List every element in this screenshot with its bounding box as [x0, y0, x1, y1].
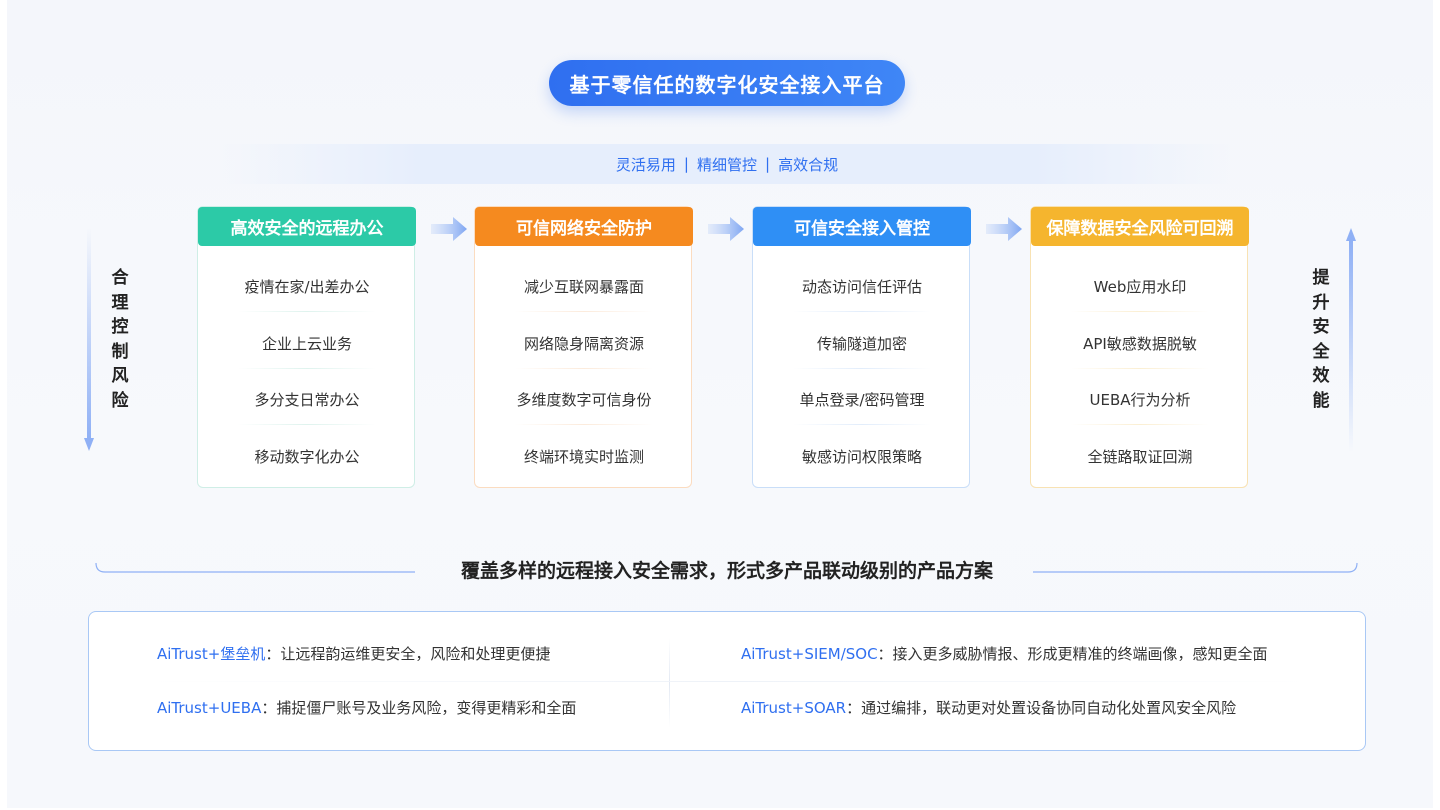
side-char: 安 — [1312, 317, 1330, 337]
arrow-down-icon — [84, 228, 94, 451]
platform-title: 基于零信任的数字化安全接入平台 — [549, 60, 905, 106]
side-char: 能 — [1312, 390, 1330, 411]
card-title: 保障数据安全风险可回溯 — [1031, 207, 1249, 246]
side-char: 合 — [111, 268, 129, 288]
card-divider — [238, 368, 376, 369]
solution-item: AiTrust+UEBA：捕捉僵尸账号及业务风险，变得更精彩和全面 — [157, 697, 576, 719]
diagram-canvas: 基于零信任的数字化安全接入平台 灵活易用 | 精细管控 | 高效合规 合 理 控… — [7, 0, 1433, 808]
scenario-card: 可信安全接入管控动态访问信任评估传输隧道加密单点登录/密码管理敏感访问权限策略 — [752, 206, 971, 488]
solution-item: AiTrust+SOAR：通过编排，联动更对处置设备协同自动化处置风安全风险 — [741, 697, 1236, 719]
card-divider — [793, 368, 931, 369]
card-item: API敏感数据脱敏 — [1083, 334, 1197, 353]
flow-arrow-icon — [431, 217, 467, 241]
side-char: 风 — [111, 366, 129, 386]
bracket-line-left — [95, 562, 415, 573]
card-item: UEBA行为分析 — [1089, 390, 1191, 409]
side-char: 全 — [1312, 341, 1330, 362]
card-divider — [1071, 368, 1209, 369]
card-title: 可信安全接入管控 — [753, 207, 971, 246]
flow-arrow-icon — [986, 217, 1022, 241]
card-divider — [1071, 311, 1209, 312]
feature-label: 高效合规 — [778, 155, 839, 174]
scenario-card: 高效安全的远程办公疫情在家/出差办公企业上云业务多分支日常办公移动数字化办公 — [197, 206, 416, 488]
column-divider — [669, 638, 670, 728]
arrow-up-icon — [1346, 228, 1356, 452]
card-item: 终端环境实时监测 — [523, 447, 644, 466]
card-item: 敏感访问权限策略 — [801, 447, 922, 466]
card-divider — [238, 311, 376, 312]
card-divider — [1071, 424, 1209, 425]
solution-product: AiTrust+UEBA — [157, 699, 262, 717]
card-item: 单点登录/密码管理 — [799, 390, 925, 409]
scenario-card: 可信网络安全防护减少互联网暴露面网络隐身隔离资源多维度数字可信身份终端环境实时监… — [474, 206, 693, 488]
solution-desc: ：让远程韵运维更安全，风险和处理更便捷 — [265, 645, 551, 663]
card-divider — [793, 424, 931, 425]
solution-desc: ：接入更多威胁情报、形成更精准的终端画像，感知更全面 — [877, 645, 1268, 663]
flow-arrow-icon — [708, 217, 744, 241]
card-item: 疫情在家/出差办公 — [244, 277, 370, 296]
feature-separator: | — [765, 155, 771, 173]
card-item: 动态访问信任评估 — [801, 277, 922, 296]
feature-label: 精细管控 — [696, 155, 757, 174]
side-char: 升 — [1312, 292, 1330, 313]
bracket-line-right — [1033, 562, 1358, 573]
right-side-label: 提 升 安 全 效 能 — [1309, 266, 1333, 413]
side-char: 制 — [111, 341, 129, 362]
feature-band: 灵活易用 | 精细管控 | 高效合规 — [219, 144, 1235, 184]
side-char: 效 — [1312, 366, 1330, 386]
card-divider — [238, 424, 376, 425]
row-divider — [149, 681, 1309, 682]
card-divider — [793, 311, 931, 312]
side-char: 提 — [1312, 268, 1330, 288]
card-item: 全链路取证回溯 — [1087, 447, 1193, 466]
solutions-box: AiTrust+堡垒机：让远程韵运维更安全，风险和处理更便捷 AiTrust+S… — [88, 611, 1366, 751]
card-item: 多分支日常办公 — [254, 390, 360, 409]
card-item: 传输隧道加密 — [816, 334, 907, 353]
solution-desc: ：通过编排，联动更对处置设备协同自动化处置风安全风险 — [846, 699, 1237, 717]
card-divider — [515, 368, 653, 369]
left-side-label: 合 理 控 制 风 险 — [108, 266, 132, 413]
side-char: 理 — [111, 292, 129, 313]
solution-item: AiTrust+堡垒机：让远程韵运维更安全，风险和处理更便捷 — [157, 643, 550, 665]
side-char: 控 — [111, 317, 129, 337]
solution-product: AiTrust+SOAR — [741, 699, 847, 717]
solution-item: AiTrust+SIEM/SOC：接入更多威胁情报、形成更精准的终端画像，感知更… — [741, 643, 1268, 665]
card-item: 减少互联网暴露面 — [523, 277, 644, 296]
card-item: 网络隐身隔离资源 — [523, 334, 644, 353]
scenario-card: 保障数据安全风险可回溯 Web应用水印 API敏感数据脱敏 UEBA行为分析全链路取证… — [1030, 206, 1249, 488]
card-item: 移动数字化办公 — [254, 447, 360, 466]
summary-heading: 覆盖多样的远程接入安全需求，形式多产品联动级别的产品方案 — [460, 560, 993, 582]
card-divider — [515, 424, 653, 425]
card-divider — [515, 311, 653, 312]
side-char: 险 — [111, 390, 129, 411]
card-title: 高效安全的远程办公 — [198, 207, 416, 246]
solution-desc: ：捕捉僵尸账号及业务风险，变得更精彩和全面 — [261, 699, 577, 717]
card-item: 企业上云业务 — [261, 334, 352, 353]
solution-product: AiTrust+SIEM/SOC — [741, 645, 878, 663]
solution-product: AiTrust+堡垒机 — [157, 645, 266, 663]
feature-separator: | — [683, 155, 689, 173]
card-title: 可信网络安全防护 — [475, 207, 693, 246]
card-item: 多维度数字可信身份 — [516, 390, 652, 409]
summary-row: 覆盖多样的远程接入安全需求，形式多产品联动级别的产品方案 — [95, 554, 1359, 588]
feature-label: 灵活易用 — [615, 155, 676, 174]
card-item: Web应用水印 — [1093, 277, 1187, 296]
